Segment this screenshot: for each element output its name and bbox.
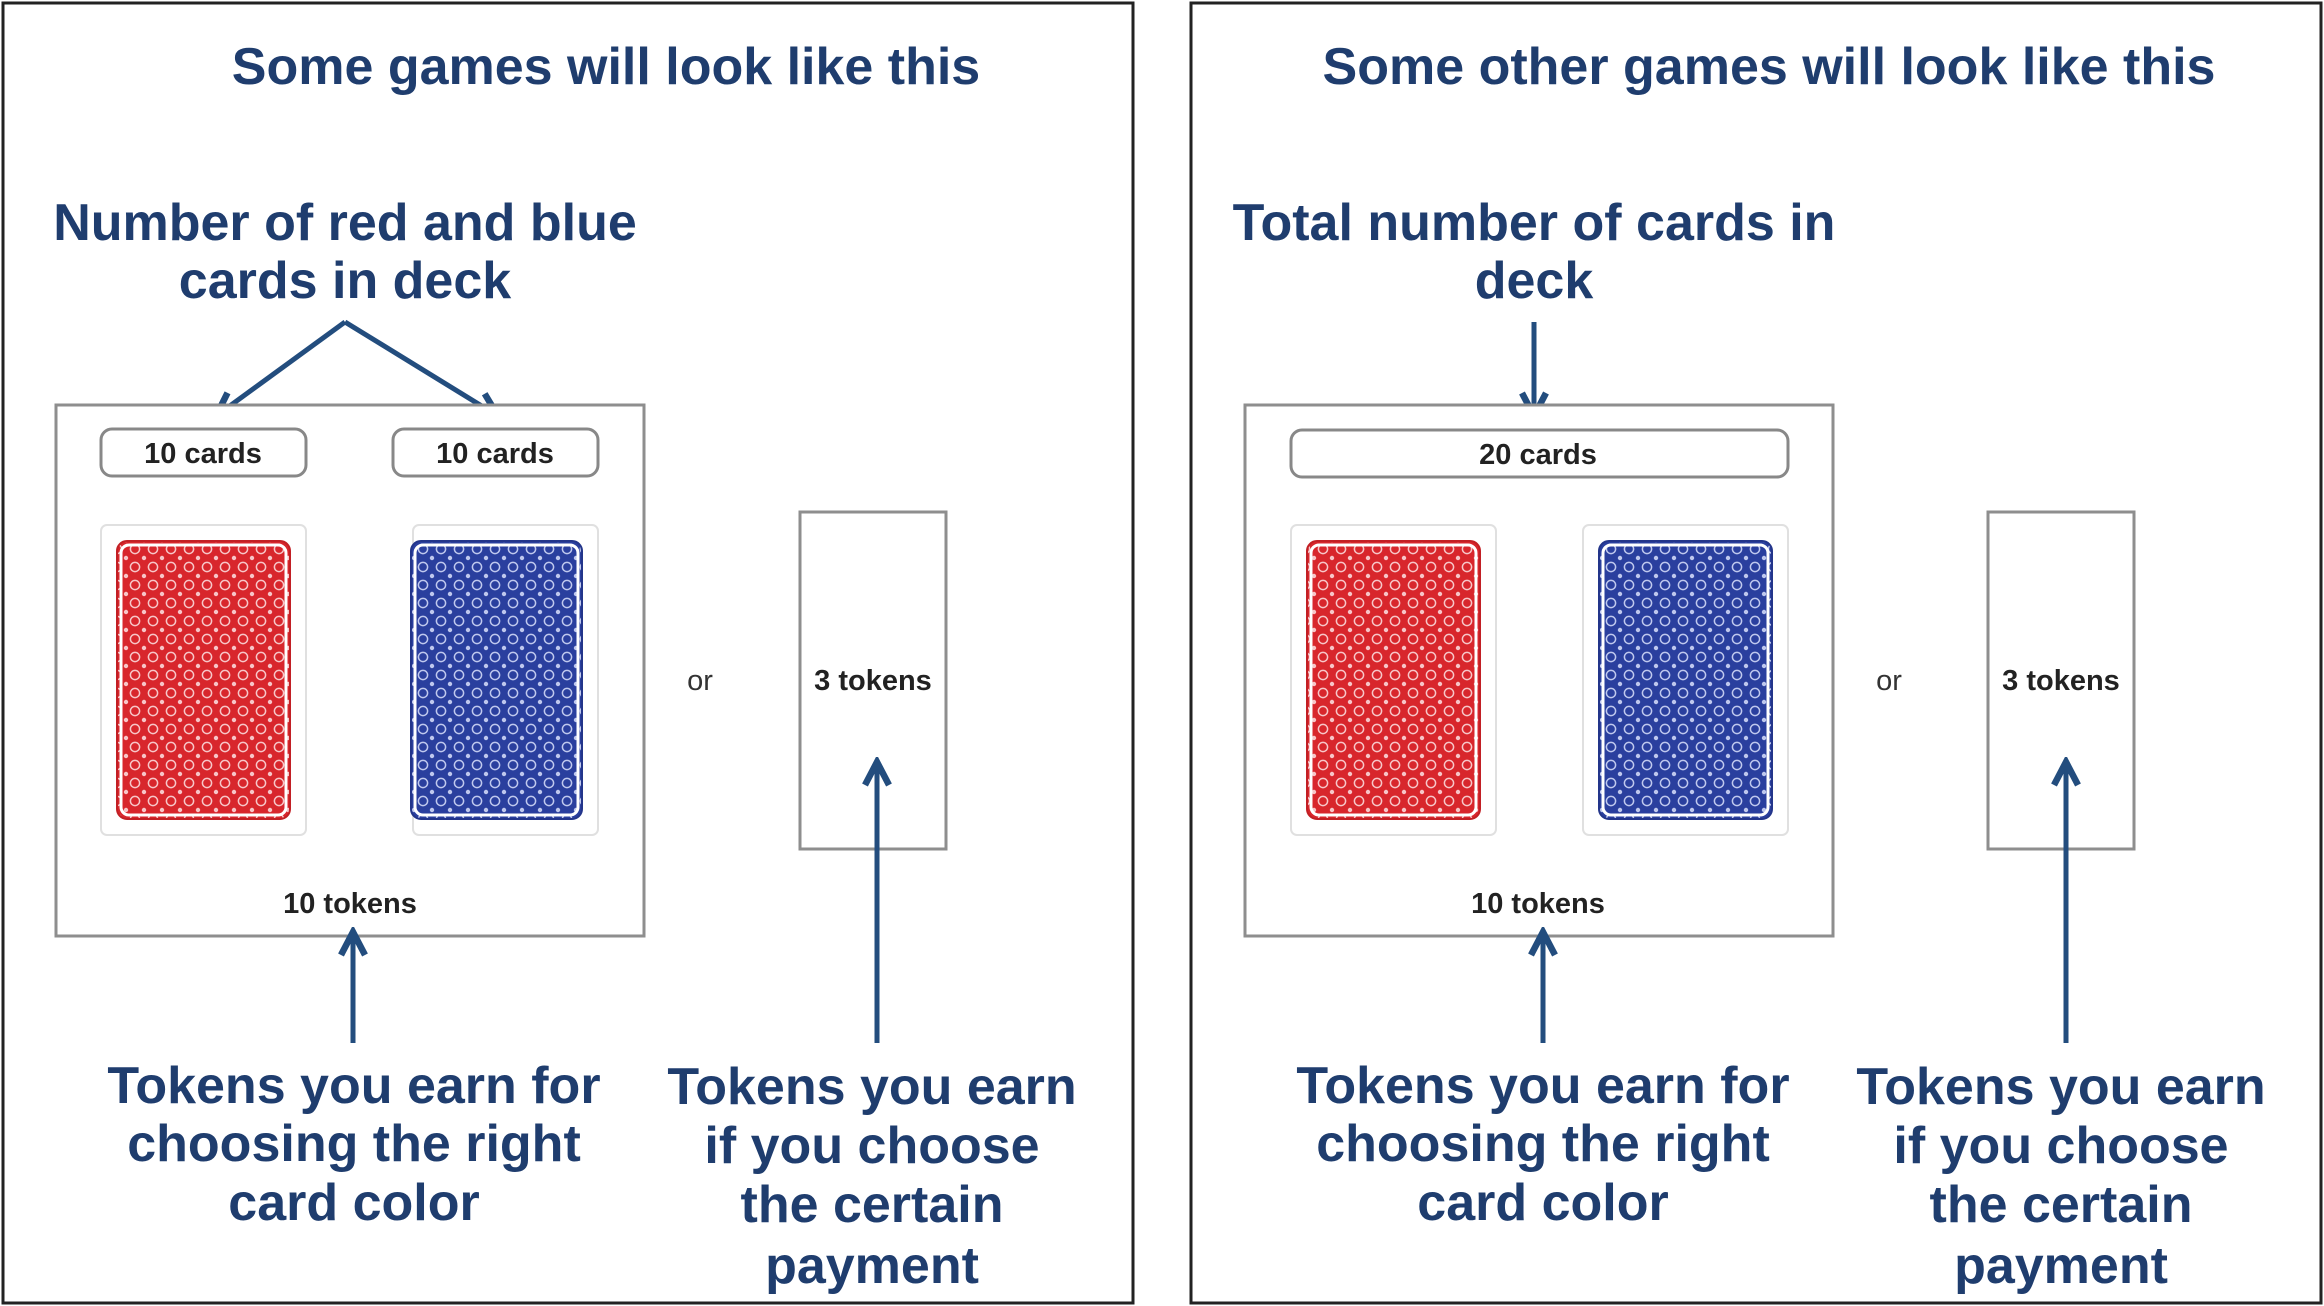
blue-card[interactable] xyxy=(1598,540,1773,820)
or-label: or xyxy=(687,665,713,697)
reward-label: 10 tokens xyxy=(1471,888,1605,920)
total-count-pill xyxy=(1289,428,1790,479)
deck-label-line-1: Number of red and blue xyxy=(53,194,637,252)
or-label: or xyxy=(1876,665,1902,697)
blue-count-label: 10 cards xyxy=(436,438,554,470)
deck-label-line-1: Total number of cards in xyxy=(1233,194,1836,252)
panel-frame xyxy=(1,1,1135,1305)
total-count-label: 20 cards xyxy=(1479,439,1597,471)
certain-note-line-4: payment xyxy=(765,1237,979,1295)
reward-note-line-1: Tokens you earn for xyxy=(107,1057,600,1115)
arrow-to-red-count xyxy=(216,319,347,416)
blue-count-pill xyxy=(391,427,600,478)
blue-card[interactable] xyxy=(410,540,583,820)
panel-left: Some games will look like this Number of… xyxy=(1,1,1135,1305)
panel-title: Some other games will look like this xyxy=(1323,38,2216,96)
certain-note-line-1: Tokens you earn xyxy=(1856,1058,2265,1116)
certain-note-line-4: payment xyxy=(1954,1237,2168,1295)
reward-note-line-3: card color xyxy=(228,1174,479,1232)
deck-label-line-2: deck xyxy=(1475,252,1594,310)
red-count-label: 10 cards xyxy=(144,438,262,470)
certain-option-box[interactable] xyxy=(798,510,948,851)
reward-note-line-2: choosing the right xyxy=(127,1115,581,1173)
certain-option-label: 3 tokens xyxy=(814,665,932,697)
red-card[interactable] xyxy=(116,540,291,820)
arrow-to-blue-count xyxy=(343,319,498,416)
certain-note-line-3: the certain xyxy=(1930,1176,2193,1234)
certain-note-line-2: if you choose xyxy=(704,1117,1039,1175)
certain-option-label: 3 tokens xyxy=(2002,665,2120,697)
reward-note-line-2: choosing the right xyxy=(1316,1115,1770,1173)
reward-note-line-3: card color xyxy=(1417,1174,1668,1232)
reward-label: 10 tokens xyxy=(283,888,417,920)
red-count-pill xyxy=(99,427,308,478)
panel-frame xyxy=(1189,1,2323,1305)
reward-note-line-1: Tokens you earn for xyxy=(1296,1057,1789,1115)
deck-label-line-2: cards in deck xyxy=(179,252,511,310)
certain-note-line-3: the certain xyxy=(741,1176,1004,1234)
panel-title: Some games will look like this xyxy=(232,38,980,96)
certain-note-line-2: if you choose xyxy=(1893,1117,2228,1175)
certain-note-line-1: Tokens you earn xyxy=(667,1058,1076,1116)
red-card[interactable] xyxy=(1306,540,1481,820)
certain-option-box[interactable] xyxy=(1986,510,2136,851)
panel-right: Some other games will look like this Tot… xyxy=(1189,1,2323,1305)
